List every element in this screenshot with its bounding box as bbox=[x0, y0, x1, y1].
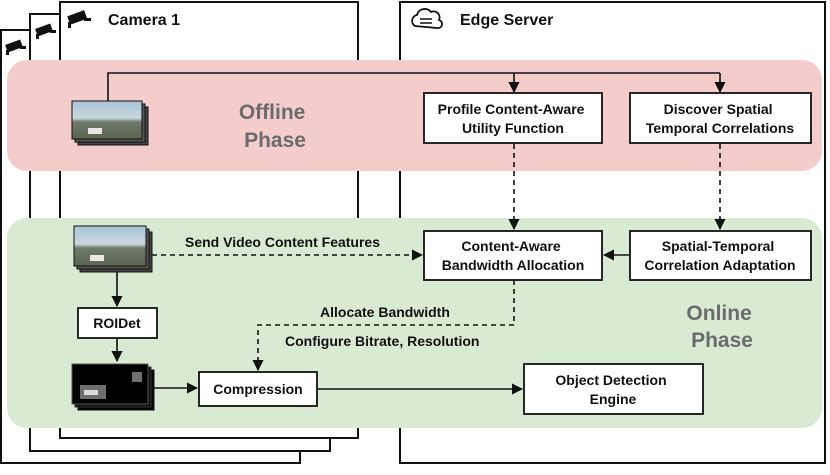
svg-text:Compression: Compression bbox=[213, 381, 302, 397]
profile-utility-node: Profile Content-Aware Utility Function bbox=[423, 92, 603, 144]
object-detection-node: Object Detection Engine bbox=[523, 363, 704, 415]
bandwidth-allocation-node: Content-Aware Bandwidth Allocation bbox=[423, 230, 603, 281]
send-features-label: Send Video Content Features bbox=[185, 234, 380, 250]
svg-text:Profile Content-Aware Ut: Profile Content-Aware Utility Function bbox=[438, 101, 589, 136]
svg-text:Discover Spatial Tempora: Discover Spatial Temporal Correlations bbox=[646, 101, 795, 136]
dashed-connectors bbox=[152, 144, 726, 372]
allocate-bandwidth-label: Allocate Bandwidth bbox=[320, 304, 450, 320]
online-phase-label: Online Phase bbox=[686, 302, 757, 352]
camera-title: Camera 1 bbox=[108, 12, 180, 29]
configure-bitrate-label: Configure Bitrate, Resolution bbox=[285, 333, 479, 349]
camera-icon bbox=[5, 10, 91, 55]
compression-node: Compression bbox=[198, 371, 318, 407]
video-frames-icon bbox=[71, 100, 149, 146]
offline-phase-label: Offline Phase bbox=[239, 101, 311, 152]
roi-frames-icon bbox=[71, 363, 155, 411]
connectors bbox=[107, 72, 726, 395]
svg-text:Object Detection Engine: Object Detection Engine bbox=[555, 372, 670, 407]
edge-server-title: Edge Server bbox=[460, 12, 553, 29]
video-frames-icon bbox=[73, 225, 153, 273]
cloud-server-icon bbox=[411, 8, 443, 29]
discover-correlations-node: Discover Spatial Temporal Correlations bbox=[629, 92, 812, 144]
roidet-node: ROIDet bbox=[77, 307, 158, 339]
offline-phase-band bbox=[7, 60, 822, 171]
correlation-adaptation-node: Spatial-Temporal Correlation Adaptation bbox=[629, 230, 812, 281]
svg-text:ROIDet: ROIDet bbox=[93, 315, 141, 331]
svg-text:Content-Aware Bandwidth: Content-Aware Bandwidth Allocation bbox=[442, 238, 585, 273]
svg-text:Spatial-Temporal Correla: Spatial-Temporal Correlation Adaptation bbox=[644, 238, 795, 273]
